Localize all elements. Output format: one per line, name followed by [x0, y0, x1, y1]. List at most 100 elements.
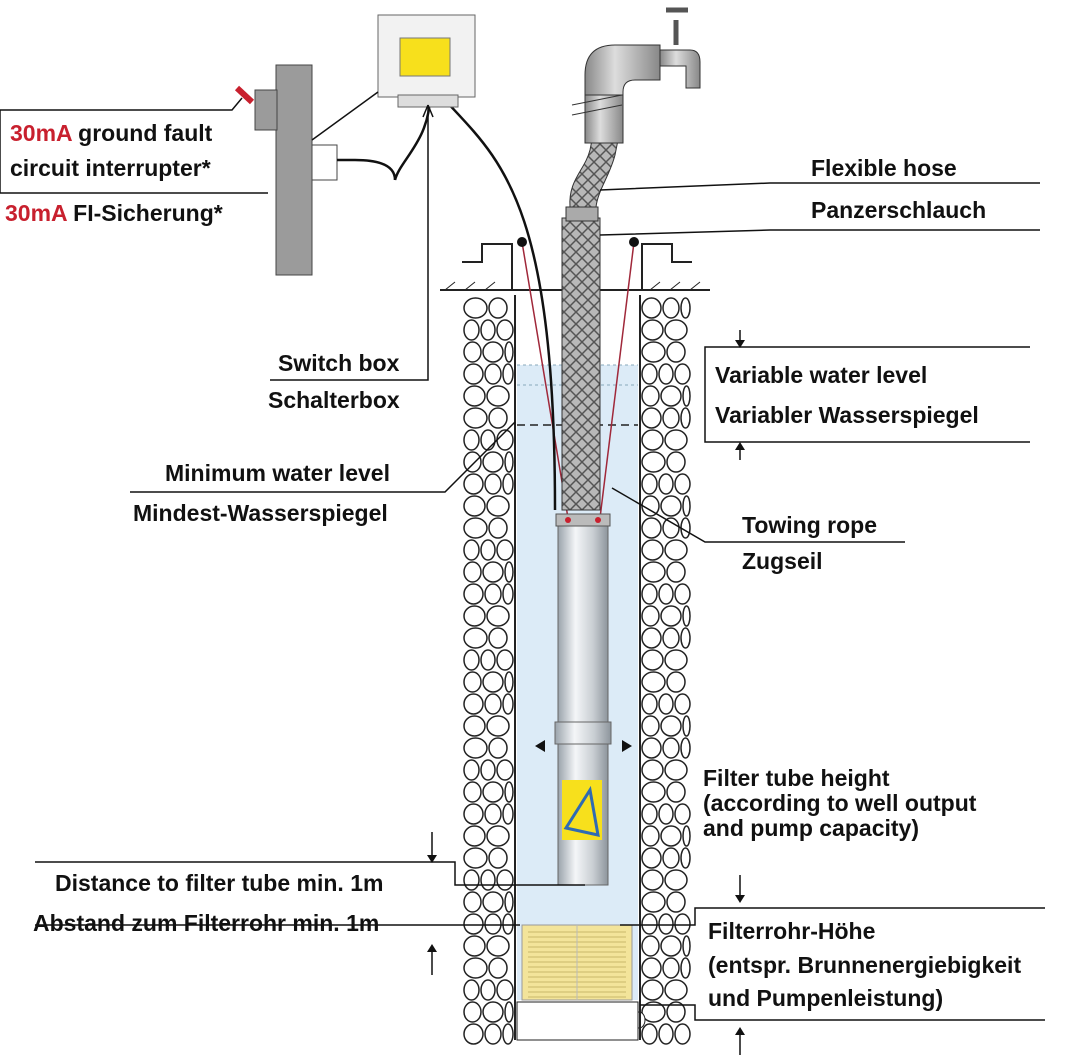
towing-rope-label-de: Zugseil	[742, 548, 823, 574]
stone	[641, 737, 662, 759]
stone	[496, 649, 514, 671]
stone	[488, 847, 508, 869]
stone	[502, 363, 514, 385]
stone	[641, 407, 662, 429]
stone	[660, 385, 682, 407]
stone	[658, 693, 674, 715]
ground-fault-breaker	[234, 64, 397, 276]
stone	[480, 319, 496, 341]
stone	[504, 671, 514, 693]
stone	[463, 649, 480, 671]
stone	[666, 1001, 686, 1023]
stone	[641, 363, 658, 385]
stone	[664, 429, 688, 451]
stone	[658, 583, 674, 605]
stone	[463, 451, 482, 473]
stone	[674, 583, 691, 605]
stone	[658, 1023, 674, 1045]
stone	[484, 583, 502, 605]
stone	[680, 627, 691, 649]
stone	[463, 605, 486, 627]
stone	[463, 737, 488, 759]
stone	[486, 825, 510, 847]
stone	[502, 473, 514, 495]
stone	[486, 715, 510, 737]
stone	[496, 539, 514, 561]
stone	[662, 847, 680, 869]
filter-height-label-de-2: (entspr. Brunnenergiebigkeit	[708, 952, 1022, 978]
stone	[496, 319, 514, 341]
stone	[502, 693, 514, 715]
stone	[660, 935, 682, 957]
stone	[504, 451, 514, 473]
stone	[482, 1001, 504, 1023]
stone	[662, 517, 680, 539]
stone	[463, 385, 486, 407]
stone	[502, 583, 514, 605]
stone	[482, 341, 504, 363]
stone	[504, 561, 514, 583]
stone	[486, 495, 510, 517]
stone	[482, 891, 504, 913]
stone	[641, 297, 662, 319]
stone	[463, 583, 484, 605]
switch-box	[377, 14, 557, 511]
stone	[480, 539, 496, 561]
stone	[674, 913, 691, 935]
flexible-hose-label-en: Flexible hose	[811, 155, 957, 181]
stone	[480, 429, 496, 451]
switch-box-label-de: Schalterbox	[268, 387, 400, 413]
stone	[674, 473, 691, 495]
stone	[664, 649, 688, 671]
stone	[662, 297, 680, 319]
stone	[658, 913, 674, 935]
stone	[484, 803, 502, 825]
stone	[641, 605, 660, 627]
stone	[463, 671, 482, 693]
stone	[486, 605, 510, 627]
stone	[488, 297, 508, 319]
stone	[641, 1001, 666, 1023]
stone	[463, 1001, 482, 1023]
distance-label-en: Distance to filter tube min. 1m	[55, 870, 384, 896]
stone	[641, 891, 666, 913]
stone	[682, 495, 691, 517]
stone	[486, 385, 510, 407]
stone	[641, 341, 666, 363]
stone	[660, 605, 682, 627]
stone	[664, 319, 688, 341]
towing-rope	[521, 241, 569, 519]
stone	[641, 935, 660, 957]
stone	[641, 451, 666, 473]
variable-level-label-de: Variabler Wasserspiegel	[715, 402, 979, 428]
stone	[480, 759, 496, 781]
stone	[641, 385, 660, 407]
switch-box-label-en: Switch box	[278, 350, 400, 376]
min-level-label-de: Mindest-Wasserspiegel	[133, 500, 388, 526]
stone	[488, 737, 508, 759]
gfci-amount: 30mA	[10, 120, 72, 146]
flexible-hose	[561, 7, 701, 511]
flexible-hose-label-de: Panzerschlauch	[811, 197, 987, 223]
gfci-de-text: FI-Sicherung*	[66, 200, 223, 226]
stone	[488, 517, 508, 539]
stone	[641, 473, 658, 495]
stone	[463, 847, 488, 869]
filter-height-label-de-3: und Pumpenleistung)	[708, 985, 944, 1011]
stone	[641, 979, 664, 1001]
stone	[641, 583, 658, 605]
stone	[463, 869, 480, 891]
stone	[674, 1023, 691, 1045]
stone	[484, 913, 502, 935]
stone	[641, 561, 666, 583]
stone	[662, 627, 680, 649]
min-level-label-en: Minimum water level	[165, 460, 390, 486]
stone	[641, 847, 662, 869]
stone	[641, 957, 662, 979]
variable-level-label-en: Variable water level	[715, 362, 928, 388]
stone	[662, 407, 680, 429]
stone	[504, 341, 514, 363]
stone	[682, 825, 691, 847]
stone	[658, 473, 674, 495]
